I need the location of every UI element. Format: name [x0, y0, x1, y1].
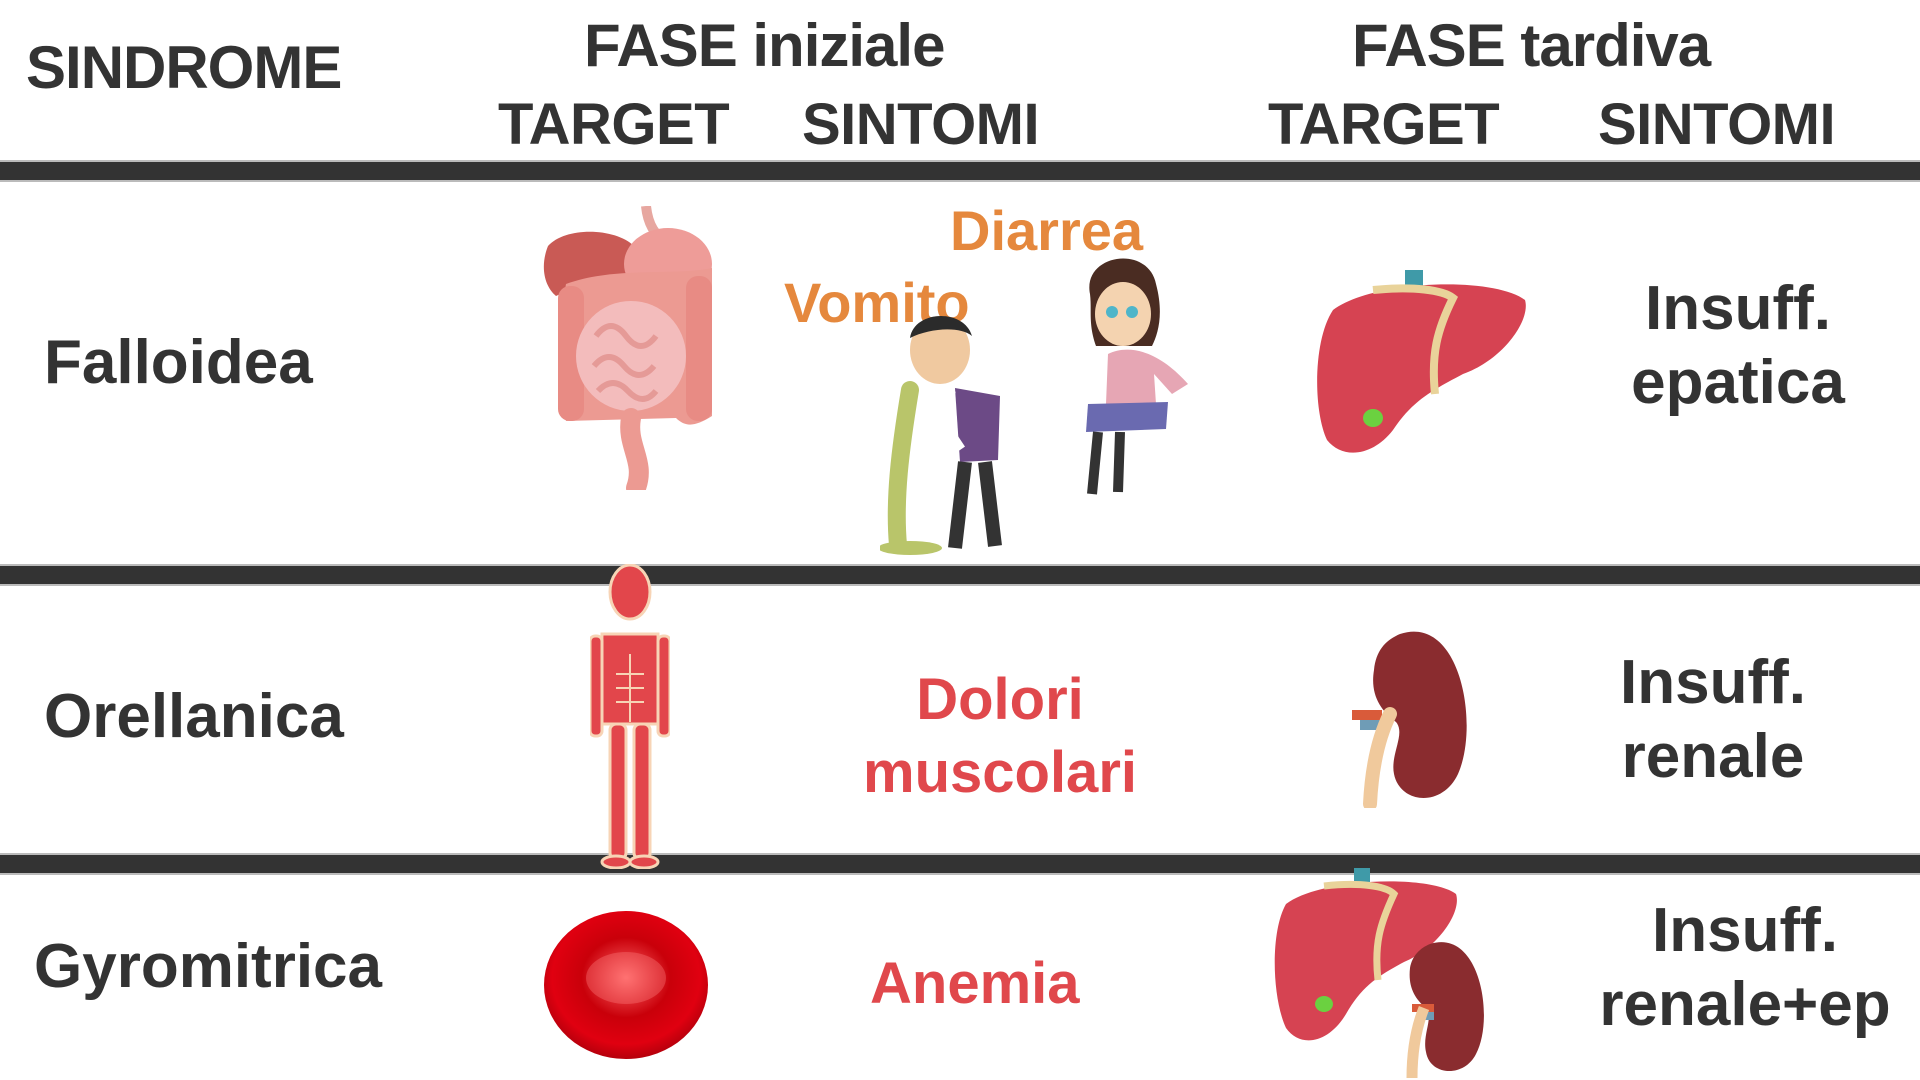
symptom-anemia: Anemia — [870, 951, 1080, 1016]
late-symptom-line-1: Insuff. — [1620, 648, 1806, 717]
header-early-symptoms: SINTOMI — [802, 92, 1040, 157]
early-symptom: Dolori muscolari — [830, 664, 1170, 809]
late-symptom-line-1: Insuff. — [1645, 274, 1831, 343]
row-divider-1 — [0, 566, 1920, 584]
intestine-icon — [536, 206, 714, 490]
late-symptom-line-2: renale+ep — [1599, 970, 1891, 1040]
sick-woman-icon — [1068, 254, 1198, 504]
late-symptom-line-1: Insuff. — [1652, 896, 1838, 965]
header-divider — [0, 162, 1920, 180]
syndrome-label: Gyromitrica — [34, 932, 383, 1001]
row-divider-2 — [0, 855, 1920, 873]
header-late-phase: FASE tardiva — [1352, 12, 1711, 79]
header-early-target: TARGET — [498, 92, 730, 157]
liver-kidney-icon — [1270, 868, 1510, 1078]
red-blood-cell-icon — [542, 908, 710, 1062]
late-symptom: Insuff. renale+ep — [1580, 894, 1910, 1043]
late-symptom-line-2: epatica — [1631, 348, 1845, 418]
syndrome-label: Falloidea — [44, 328, 313, 397]
muscle-body-icon — [590, 564, 670, 869]
late-symptom-line-2: renale — [1621, 722, 1805, 792]
liver-icon — [1313, 270, 1531, 456]
symptom-diarrea: Diarrea — [950, 199, 1144, 262]
late-symptom: Insuff. epatica — [1598, 272, 1878, 421]
header-late-symptoms: SINTOMI — [1598, 92, 1836, 157]
early-symptom-line-2: muscolari — [863, 739, 1137, 805]
header-late-target: TARGET — [1268, 92, 1500, 157]
early-symptom-line-1: Dolori — [916, 667, 1084, 732]
header-early-phase: FASE iniziale — [584, 12, 945, 79]
late-symptom: Insuff. renale — [1573, 646, 1853, 795]
kidney-icon — [1350, 624, 1470, 808]
header-syndrome: SINDROME — [26, 34, 342, 101]
syndrome-label: Orellanica — [44, 682, 344, 751]
vomiting-man-icon — [880, 310, 1020, 560]
